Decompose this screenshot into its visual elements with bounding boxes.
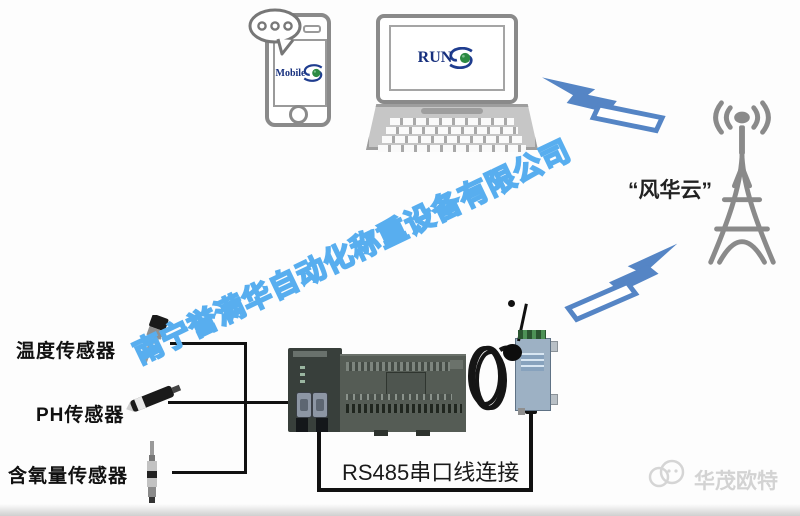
dtu-cable-gland bbox=[518, 408, 525, 415]
globe-swirl-icon bbox=[303, 64, 322, 82]
dtu-antenna-connector bbox=[503, 344, 522, 361]
db9-serial-port bbox=[296, 392, 312, 418]
wire-sensor-bus bbox=[244, 342, 247, 474]
run-app-label: RUN bbox=[417, 49, 453, 66]
temperature-sensor-icon bbox=[141, 315, 169, 364]
plc-mounting-tab bbox=[416, 430, 430, 436]
wireless-bolt-icon-lower bbox=[564, 243, 678, 323]
keyboard-row bbox=[390, 118, 514, 125]
keyboard-row bbox=[378, 145, 526, 152]
plc-terminal-strip-bottom bbox=[346, 404, 462, 413]
plc-terminal-strip-top bbox=[346, 362, 450, 371]
footer-brand-icon bbox=[648, 459, 685, 488]
radio-tower-icon bbox=[708, 100, 776, 265]
run-app-logo: RUN bbox=[418, 47, 477, 69]
dtu-antenna-tip bbox=[508, 300, 515, 307]
dtu-cable-coil bbox=[468, 345, 514, 411]
bottom-edge-shade bbox=[0, 504, 800, 516]
plc-connector-foot bbox=[296, 418, 308, 432]
ph-sensor-icon bbox=[126, 384, 182, 413]
keyboard-row bbox=[382, 136, 522, 143]
dtu-terminal-block bbox=[518, 330, 546, 339]
cloud-platform-label: “风华云” bbox=[628, 179, 712, 202]
wire-ph bbox=[168, 401, 292, 404]
plc-status-led bbox=[300, 380, 305, 383]
plc-label-strip bbox=[346, 394, 452, 400]
temperature-sensor-label: 温度传感器 bbox=[16, 341, 117, 362]
wire-oxygen bbox=[172, 471, 246, 474]
plc-device bbox=[288, 346, 466, 436]
laptop-hinge bbox=[421, 108, 483, 114]
keyboard-row bbox=[386, 127, 518, 134]
db9-serial-port bbox=[312, 392, 328, 418]
dtu-front-label bbox=[521, 353, 544, 371]
wireless-bolt-icon-upper bbox=[542, 77, 666, 134]
plc-status-led bbox=[300, 366, 305, 369]
oxygen-sensor-icon bbox=[147, 441, 157, 503]
rs485-cable-bottom bbox=[317, 488, 533, 492]
plc-connector-foot bbox=[316, 418, 328, 432]
chat-bubble-icon bbox=[248, 8, 302, 56]
plc-mounting-tab bbox=[374, 430, 388, 436]
oxygen-sensor-label: 含氧量传感器 bbox=[8, 466, 129, 487]
rs485-cable-left bbox=[317, 420, 321, 492]
rs485-cable-right bbox=[529, 412, 533, 492]
plc-corner-block bbox=[450, 360, 463, 369]
plc-brand-label bbox=[293, 351, 327, 357]
laptop-display: RUN bbox=[389, 25, 505, 91]
phone-home-button bbox=[289, 105, 308, 124]
plc-status-led bbox=[300, 373, 305, 376]
mobile-app-label: Mobile bbox=[275, 67, 306, 79]
mobile-app-logo: Mobile bbox=[276, 64, 325, 82]
rs485-connection-label: RS485串口线连接 bbox=[342, 460, 520, 485]
wire-temperature bbox=[170, 342, 246, 345]
phone-earpiece bbox=[303, 25, 321, 33]
globe-swirl-icon bbox=[449, 47, 473, 69]
footer-brand-text: 华茂欧特 bbox=[694, 470, 778, 493]
ph-sensor-label: PH传感器 bbox=[36, 405, 125, 426]
